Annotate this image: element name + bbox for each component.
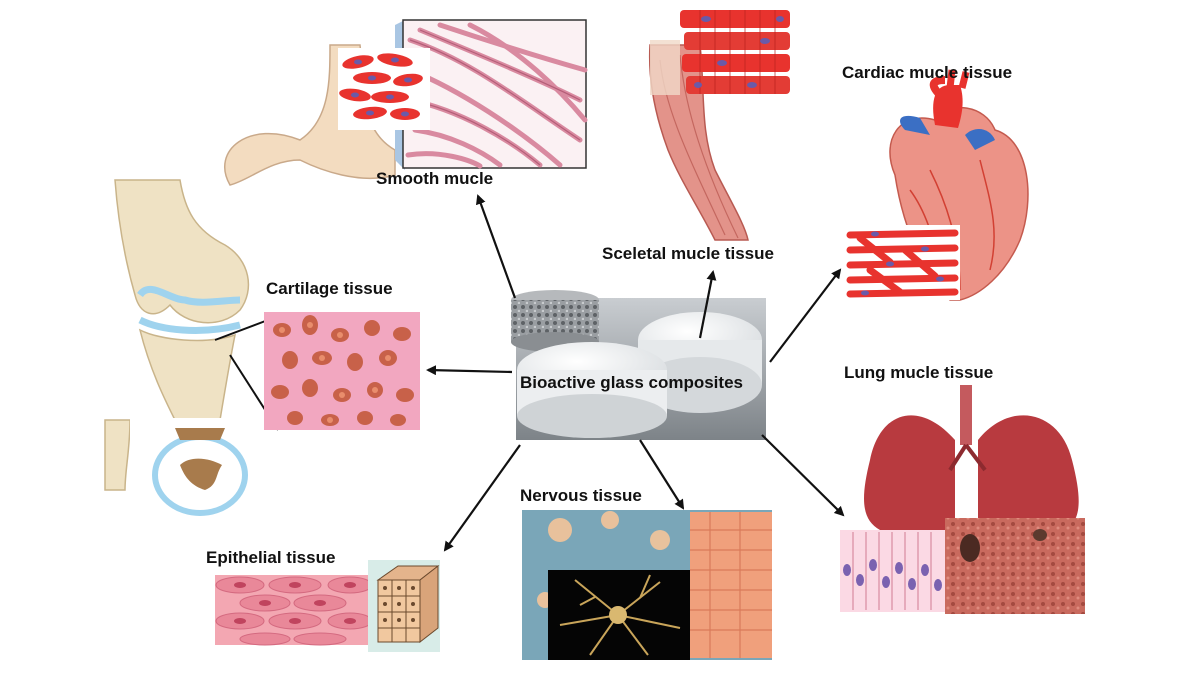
label-lung: Lung mucle tissue: [844, 363, 994, 382]
arrow-nervous: [639, 439, 685, 510]
label-epithelial: Epithelial tissue: [206, 548, 336, 567]
arrow-smooth: [476, 194, 517, 299]
arrow-skeletal: [698, 270, 717, 339]
arrows: [426, 194, 845, 552]
arrow-lung: [761, 434, 845, 517]
smooth-muscle-illustration: [224, 19, 588, 186]
center-label: Bioactive glass composites: [520, 373, 743, 392]
label-smooth-muscle: Smooth mucle: [376, 169, 494, 188]
bioactive-glass-photo: [511, 290, 766, 440]
arrow-cardiac: [769, 268, 842, 363]
label-cartilage: Cartilage tissue: [266, 279, 393, 298]
arrow-cartilage: [426, 365, 513, 376]
nervous-illustration: [522, 510, 772, 660]
label-cardiac-muscle: Cardiac mucle tissue: [842, 63, 1013, 82]
cartilage-illustration: [104, 179, 420, 516]
lung-illustration: [840, 385, 1085, 614]
label-nervous: Nervous tissue: [520, 486, 642, 505]
epithelial-illustration: [215, 560, 440, 652]
arrow-epithelial: [443, 444, 521, 552]
cardiac-muscle-illustration: [845, 69, 1029, 301]
skeletal-muscle-illustration: [648, 10, 790, 241]
label-skeletal-muscle: Sceletal mucle tissue: [602, 244, 774, 263]
